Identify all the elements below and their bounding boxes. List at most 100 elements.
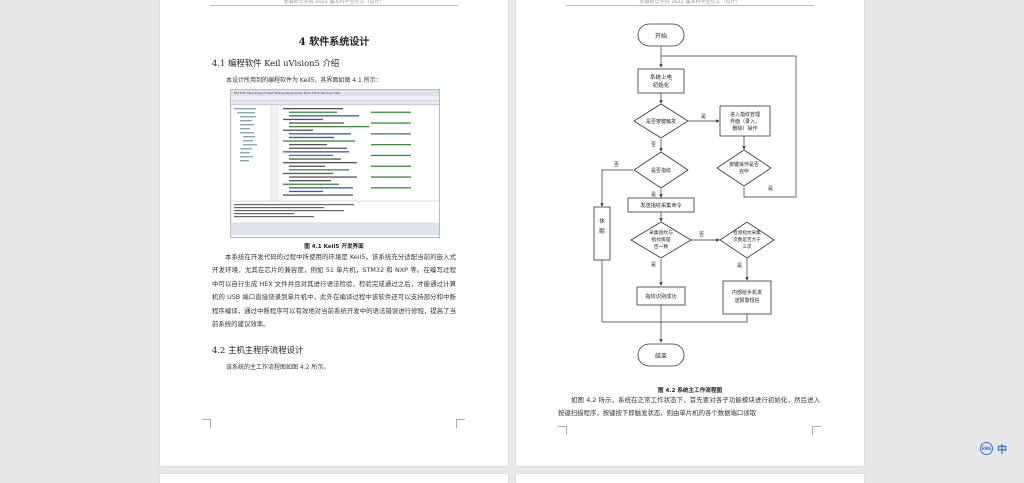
flow-fail-count-label-3: 三次: [742, 243, 752, 250]
keil-toolbar-2: [231, 101, 439, 105]
code-line: [289, 111, 337, 113]
flow-match-label-3: 否一致: [654, 243, 669, 250]
flow-is-fingerprint-label: 是否指纹: [651, 167, 671, 174]
code-line: [289, 115, 359, 117]
flow-success-node: [636, 286, 686, 306]
flow-enter-mgmt-label-2: 界面（录入、: [730, 118, 760, 125]
language-label[interactable]: 中: [997, 444, 1007, 456]
code-line: [283, 129, 313, 131]
code-line: [289, 180, 331, 182]
code-line: [289, 126, 369, 128]
flow-fail-count-label-1: 检测指纹采集: [733, 229, 761, 236]
code-line: [289, 169, 349, 171]
crop-mark: [202, 419, 211, 428]
code-line: [289, 158, 341, 160]
code-line: [289, 154, 333, 157]
document-page-4-top: [516, 474, 864, 483]
ime-indicator[interactable]: ENG 中: [980, 440, 1007, 456]
flow-intro-line: 该系统的主工作流程图如图 4.2 所示。: [226, 364, 330, 371]
code-line: [289, 147, 347, 149]
code-line: [289, 190, 323, 193]
flow-yes-label: 是: [737, 263, 742, 269]
document-page-3-top: [160, 474, 508, 483]
code-line: [289, 136, 334, 139]
code-line: [283, 194, 353, 196]
flow-init-node: [637, 68, 685, 94]
code-line: [289, 122, 344, 124]
intro-line: 本设计所用到的编程软件为 Keil5，其界面如图 4.1 所示：: [226, 77, 382, 84]
flow-send-cmd-node: [627, 197, 695, 213]
flow-key-pressed-decision: [633, 103, 689, 139]
flow-alarm-label-1: 内部给手机发: [732, 289, 762, 296]
section-heading-4-1: 4.1 编程软件 Keil uVision5 介绍: [212, 58, 340, 68]
crop-mark: [812, 426, 821, 435]
code-line: [289, 144, 327, 146]
flow-no-label: 否: [614, 162, 619, 168]
flow-sleep-label-1: 休: [599, 217, 605, 225]
code-line: [289, 176, 357, 178]
flow-send-cmd-label: 发送指纹采集命令: [640, 201, 682, 209]
flow-enter-mgmt-node: [719, 105, 771, 137]
flow-alarm-node: [722, 280, 772, 315]
flow-match-label-1: 采集指纹与: [649, 229, 673, 236]
page-header: 安徽新华学院 2022 届本科毕业论文（设计）: [566, 0, 814, 6]
flow-start-label: 开始: [655, 32, 667, 40]
code-comment: [371, 176, 411, 178]
page-header: 安徽新华学院 2022 届本科毕业论文（设计）: [210, 0, 458, 6]
flow-key-done-decision: [716, 149, 772, 187]
flow-match-decision: [630, 221, 692, 259]
flow-init-label-2: 初始化: [653, 81, 670, 89]
chapter-title: 4 软件系统设计: [298, 37, 370, 48]
flow-key-pressed-label: 是否按键触发: [646, 118, 676, 125]
flow-sleep-label-2: 眠: [599, 228, 605, 235]
flow-is-fingerprint-decision: [633, 151, 689, 189]
flow-yes-label: 是: [768, 186, 773, 192]
flow-key-done-label-1: 按键操作是否: [729, 161, 759, 168]
flow-match-label-2: 指纹库是: [651, 236, 670, 243]
paragraph-flow-description: 如图 4.2 所示，系统在正常工作状态下，首先要对各子功能模块进行初始化，然后进…: [558, 396, 820, 418]
code-comment: [371, 187, 411, 189]
flow-yes-label: 是: [701, 114, 706, 120]
figure-4-2-caption: 图 4.2 系统主工作流程图: [657, 388, 723, 394]
keil-toolbar: [231, 96, 439, 101]
language-icon[interactable]: ENG: [980, 441, 993, 455]
flow-sleep-node: [593, 206, 611, 261]
code-comment: [371, 154, 411, 157]
flow-key-done-label-2: 完毕: [739, 168, 749, 175]
flow-end-node: [637, 343, 685, 367]
viewer-background-left: [0, 0, 160, 483]
flow-success-label: 指纹识别成功: [645, 292, 676, 300]
flow-start-node: [637, 23, 685, 47]
paragraph-keil: 本系统在开发代码的过程中所使用的环境是 Keil5，该系统充分适配当前的嵌入式开…: [212, 253, 456, 329]
code-line: [283, 108, 343, 110]
section-heading-4-2: 4.2 主机主程序流程设计: [212, 345, 304, 355]
keil-ide-screenshot: File Edit View Project Flash Debug Perip…: [230, 89, 440, 238]
document-page-2: 安徽新华学院 2022 届本科毕业论文（设计）: [516, 0, 864, 466]
flow-enter-mgmt-label-3: 删除）操作: [732, 125, 757, 132]
code-line: [283, 118, 323, 121]
crop-mark: [456, 419, 465, 428]
code-line: [283, 151, 349, 153]
code-comment: [371, 165, 411, 167]
flow-end-label: 结束: [655, 352, 667, 360]
code-line: [289, 187, 353, 189]
flow-yes-label: 是: [651, 262, 656, 268]
code-line: [283, 162, 357, 164]
flow-enter-mgmt-label-1: 进入指纹管理: [730, 111, 760, 118]
crop-mark: [558, 426, 567, 435]
code-line: [289, 133, 351, 135]
keil-ide-body: [231, 105, 439, 235]
document-page-1: 安徽新华学院 2022 届本科毕业论文（设计） 4 软件系统设计 4.1 编程软…: [160, 0, 508, 466]
flow-yes-label: 是: [651, 192, 656, 198]
flow-init-label-1: 系统上电: [650, 73, 673, 81]
code-comment: [371, 122, 411, 124]
code-comment: [371, 144, 411, 146]
flow-fail-count-label-2: 次数是否大于: [733, 236, 761, 243]
flow-fail-count-decision: [719, 221, 775, 259]
code-comment: [371, 111, 411, 113]
code-line: [283, 183, 339, 185]
keil-menu-bar: File Edit View Project Flash Debug Perip…: [231, 90, 439, 96]
code-line: [289, 165, 325, 167]
flowchart-figure-4-2: 开始 系统上电 初始化 是否按键触发 是 否 进入指纹管理 界面（录入、 删除）…: [593, 23, 797, 367]
code-line: [283, 172, 333, 175]
